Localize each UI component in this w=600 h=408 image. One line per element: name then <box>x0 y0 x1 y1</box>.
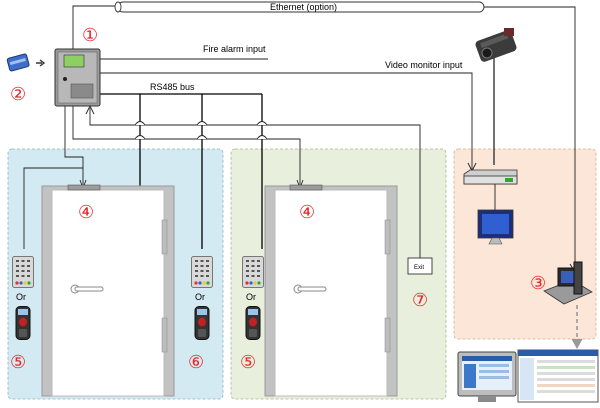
marker-4-door-1: ④ <box>78 202 94 222</box>
rs485-label: RS485 bus <box>150 82 195 92</box>
magnetic-lock-1 <box>67 184 101 191</box>
software-screenshot-icon <box>457 349 599 403</box>
marker-4-door-2: ④ <box>299 202 315 222</box>
marker-3: ③ <box>530 273 546 293</box>
door-1-icon <box>41 185 175 397</box>
lock-wire-1 <box>64 104 84 186</box>
security-camera-icon <box>475 28 517 165</box>
keypad-reader-icon <box>12 256 34 288</box>
marker-2: ② <box>10 84 26 104</box>
computer-icon <box>543 261 593 305</box>
or-label-3: Or <box>246 292 256 302</box>
marker-7: ⑦ <box>412 290 428 310</box>
left-reader-wire <box>23 167 83 249</box>
video-recorder-icon <box>463 169 518 185</box>
fingerprint-reader-icon <box>15 306 31 340</box>
exit-button-wire <box>89 108 421 258</box>
or-label-2: Or <box>195 292 205 302</box>
keypad-reader-icon <box>242 256 264 288</box>
id-card-icon <box>6 53 30 72</box>
fire-alarm-label: Fire alarm input <box>203 44 266 54</box>
video-monitor-line <box>100 72 473 170</box>
ethernet-cable <box>72 1 581 273</box>
or-label-1: Or <box>16 292 26 302</box>
fingerprint-reader-icon <box>245 306 261 340</box>
video-monitor-label: Video monitor input <box>385 60 463 70</box>
access-controller-icon <box>54 48 101 107</box>
marker-6: ⑥ <box>188 352 204 372</box>
marker-5-right: ⑤ <box>240 352 256 372</box>
marker-5-left: ⑤ <box>10 352 26 372</box>
card-arrow-icon <box>36 59 46 67</box>
marker-1: ① <box>82 25 98 45</box>
lock-wire-2 <box>72 104 301 186</box>
ethernet-label: Ethernet (option) <box>270 2 337 12</box>
fingerprint-reader-icon <box>194 306 210 340</box>
door-2-icon <box>264 185 398 397</box>
magnetic-lock-2 <box>289 184 323 191</box>
monitor-icon <box>477 209 514 245</box>
keypad-reader-icon <box>191 256 213 288</box>
exit-button-label: Exit <box>414 265 424 271</box>
exit-button-icon <box>407 257 433 275</box>
